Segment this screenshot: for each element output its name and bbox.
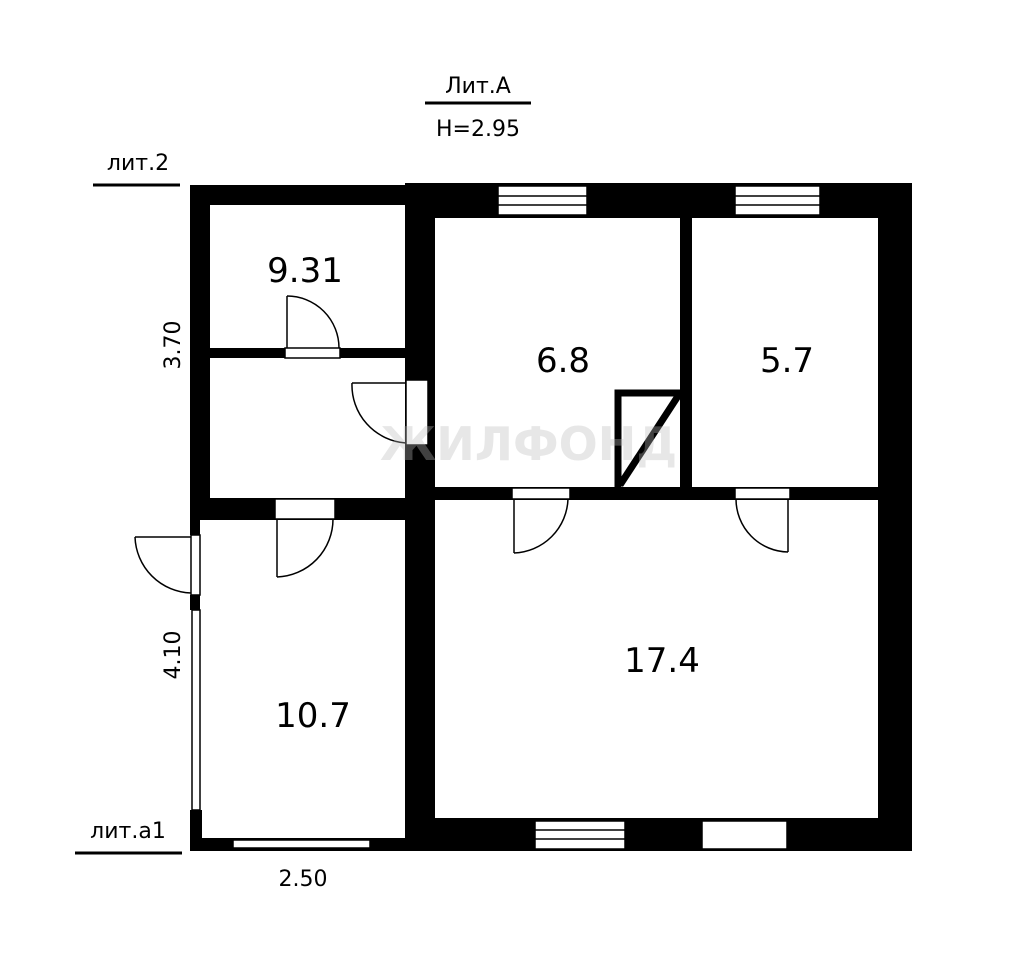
main-top-wall bbox=[405, 183, 912, 218]
room-area-5-7: 5.7 bbox=[760, 341, 814, 381]
window bbox=[734, 185, 821, 216]
room-area-9-31: 9.31 bbox=[267, 251, 343, 291]
room-area-10-7: 10.7 bbox=[275, 696, 351, 736]
door bbox=[274, 498, 336, 578]
main-partition-wall bbox=[435, 487, 878, 500]
ceiling-height-label: H=2.95 bbox=[436, 117, 520, 142]
closet bbox=[614, 389, 683, 487]
wall-segment bbox=[190, 595, 200, 610]
dimension-upper-left: 3.70 bbox=[161, 321, 186, 370]
watermark: ЖИЛФОНД bbox=[380, 417, 677, 471]
litera-label: Лит.А bbox=[445, 74, 511, 99]
lit2-label: лит.2 bbox=[107, 151, 169, 176]
dimension-lower-left: 4.10 bbox=[161, 631, 186, 680]
window bbox=[534, 820, 626, 850]
main-right-wall bbox=[878, 183, 912, 851]
doors bbox=[134, 295, 791, 596]
windows bbox=[191, 185, 821, 850]
lita1-label: лит.а1 bbox=[90, 819, 166, 844]
annex-left-wall bbox=[190, 185, 210, 515]
dimension-bottom: 2.50 bbox=[279, 867, 328, 892]
window bbox=[497, 185, 588, 216]
main-left-wall bbox=[405, 183, 435, 851]
door bbox=[351, 379, 429, 446]
main-vertical-wall bbox=[680, 218, 692, 488]
window bbox=[191, 609, 201, 811]
room-area-6-8: 6.8 bbox=[536, 341, 590, 381]
exterior-door bbox=[134, 534, 201, 596]
door bbox=[511, 487, 571, 554]
room-area-17-4: 17.4 bbox=[624, 641, 700, 681]
window bbox=[701, 820, 788, 850]
wall-segment bbox=[190, 515, 200, 535]
main-bottom-wall bbox=[405, 818, 912, 851]
door bbox=[734, 487, 791, 553]
window bbox=[232, 839, 371, 849]
door bbox=[284, 295, 341, 359]
annex-top-wall bbox=[190, 185, 405, 205]
